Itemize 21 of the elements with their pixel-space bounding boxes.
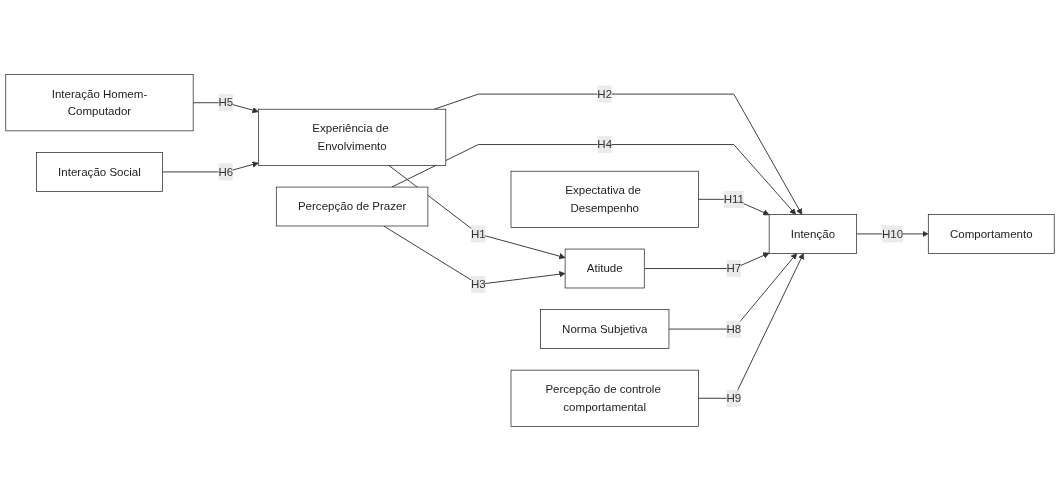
node-box: Interação Social xyxy=(36,152,163,192)
node-box: Percepção de controle comportamental xyxy=(510,369,699,427)
node-box: Expectativa de Desempenho xyxy=(510,170,699,228)
node-box: Interação Homem-Computador xyxy=(5,74,194,132)
node-box: Norma Subjetiva xyxy=(540,309,670,349)
edge-label: H5 xyxy=(218,96,234,109)
edge-label: H3 xyxy=(471,277,486,291)
edge-label: H10 xyxy=(881,227,904,240)
edge-label: H9 xyxy=(726,391,742,405)
edge-label: H11 xyxy=(723,192,744,206)
edge-label: H7 xyxy=(726,262,742,275)
node-box: Atitude xyxy=(564,248,645,289)
node-box: Intenção xyxy=(768,214,858,254)
node-box: Comportamento xyxy=(927,214,1055,254)
edge-label: H6 xyxy=(218,165,234,178)
edge-label: H8 xyxy=(726,322,742,335)
node-box: Experiência de Envolvimento xyxy=(258,108,447,166)
edge-label: H2 xyxy=(597,87,613,100)
edge-label: H4 xyxy=(597,138,613,151)
node-box: Percepção de Prazer xyxy=(275,186,429,227)
edge-label: H1 xyxy=(471,227,486,240)
